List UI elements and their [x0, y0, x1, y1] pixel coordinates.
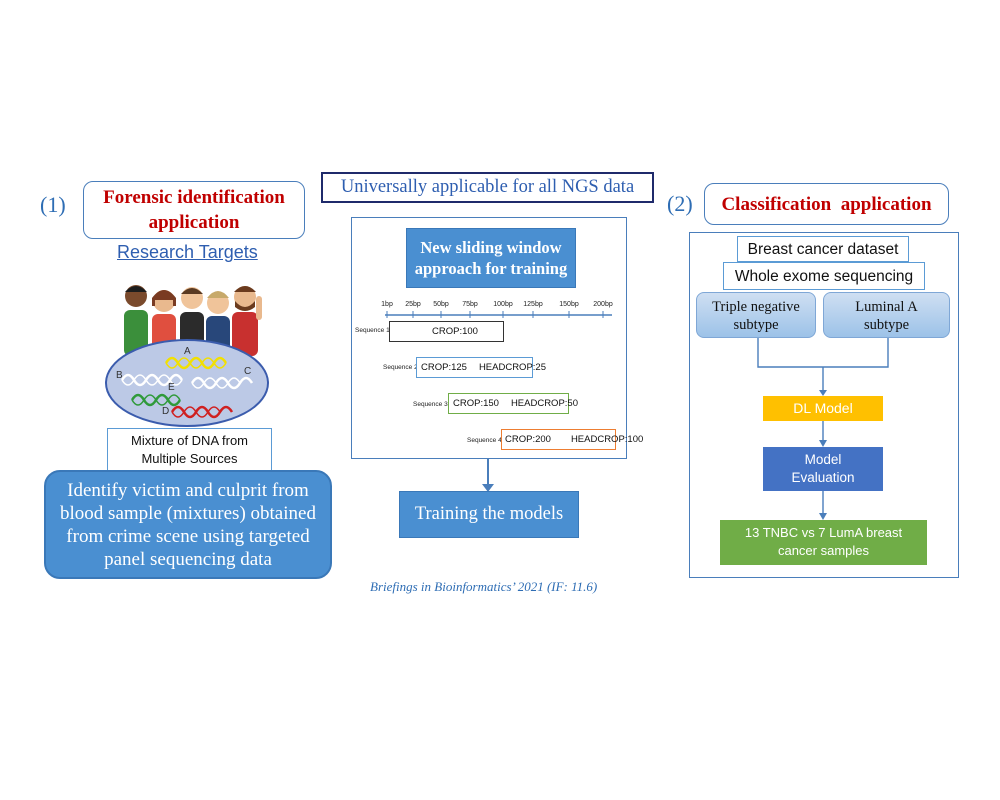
luminal-a-line1: Luminal A [855, 299, 918, 315]
identify-text: Identify victim and culprit from blood s… [60, 479, 316, 570]
samples-line1: 13 TNBC vs 7 LumA breast [744, 525, 903, 540]
panel-number-2: (2) [667, 191, 693, 216]
tick-label-100bp: 100bp [493, 301, 513, 308]
training-models-box: Training the models [399, 491, 579, 538]
samples-box: 13 TNBC vs 7 LumA breast cancer samples [720, 520, 927, 565]
tick-label-50bp: 50bp [433, 301, 449, 308]
dna-label-b: B [116, 370, 123, 381]
sequence-2-headcrop: HEADCROP:25 [478, 362, 546, 373]
window-title-line2: approach for training [414, 259, 568, 278]
sliding-window-title: New sliding window approach for training [406, 228, 576, 288]
ruler-ticks [386, 311, 604, 318]
sequence-1-crop: CROP:100 [432, 326, 478, 337]
sequence-2-crop: CROP:125 [421, 362, 467, 373]
model-evaluation-line2: Evaluation [791, 470, 855, 485]
tick-label-200bp: 200bp [593, 301, 613, 308]
mixture-label-box: Mixture of DNA from Multiple Sources [107, 428, 272, 471]
breast-cancer-dataset-box: Breast cancer dataset [737, 236, 909, 262]
luminal-a-line2: subtype [863, 317, 910, 333]
forensic-title-line2: application [148, 212, 240, 233]
window-title-line1: New sliding window [420, 238, 562, 257]
triple-negative-line1: Triple negative [712, 299, 800, 315]
tick-label-150bp: 150bp [559, 301, 579, 308]
identify-victim-box: Identify victim and culprit from blood s… [44, 470, 332, 579]
tick-label-1bp: 1bp [381, 301, 393, 308]
classification-title-box: Classification application [704, 183, 949, 225]
sequence-4-label: Sequence 4 [467, 437, 502, 444]
bp-ruler: 1bp 25bp 50bp 75bp 100bp 125bp 150bp 200… [381, 301, 613, 318]
tick-label-125bp: 125bp [523, 301, 543, 308]
sequence-3-label: Sequence 3 [413, 401, 448, 408]
tick-label-75bp: 75bp [462, 301, 478, 308]
dl-model-box: DL Model [763, 396, 883, 421]
forensic-title-box: Forensic identification application [83, 181, 305, 239]
sequence-4-crop: CROP:200 [505, 434, 551, 445]
sequence-3-headcrop: HEADCROP:50 [510, 398, 578, 409]
arrow-to-training [487, 459, 489, 487]
sequence-2-box: CROP:125 HEADCROP:25 [416, 357, 546, 378]
universal-header: Universally applicable for all NGS data [321, 172, 654, 203]
sequence-3-box: CROP:150 HEADCROP:50 [448, 393, 578, 414]
model-evaluation-line1: Model [804, 452, 842, 467]
dna-label-a: A [184, 346, 191, 357]
dna-label-e: E [168, 382, 175, 393]
citation-text: Briefings in Bioinformatics’ 2021 (IF: 1… [370, 579, 598, 594]
sequence-2-label: Sequence 2 [383, 364, 418, 371]
arrow-head-training [482, 484, 494, 492]
panel-number-1: (1) [40, 192, 66, 217]
research-targets-link[interactable]: Research Targets [117, 242, 258, 262]
mixture-line1: Mixture of DNA from [130, 433, 249, 448]
subtype-connector [757, 338, 889, 396]
model-evaluation-box: Model Evaluation [763, 447, 883, 491]
dna-label-d: D [162, 406, 169, 417]
arrow-dl-to-eval [819, 421, 827, 447]
dna-mixture-ellipse: A B C E D [105, 339, 269, 427]
sequence-4-headcrop: HEADCROP:100 [570, 434, 644, 445]
samples-line2: cancer samples [777, 543, 870, 558]
dna-label-c: C [244, 366, 251, 377]
researchers-illustration [124, 285, 262, 356]
triple-negative-box: Triple negative subtype [696, 292, 816, 338]
whole-exome-box: Whole exome sequencing [723, 262, 925, 290]
sequence-3-crop: CROP:150 [453, 398, 499, 409]
triple-negative-line2: subtype [733, 317, 779, 333]
sequence-1-box: CROP:100 [389, 321, 504, 342]
sequence-4-box: CROP:200 HEADCROP:100 [501, 429, 643, 450]
sequence-1-label: Sequence 1 [355, 327, 390, 334]
mixture-line2: Multiple Sources [141, 451, 238, 466]
forensic-title-line1: Forensic identification [103, 187, 285, 208]
luminal-a-box: Luminal A subtype [823, 292, 950, 338]
classification-title: Classification application [721, 193, 932, 215]
arrow-eval-to-samples [819, 491, 827, 520]
tick-label-25bp: 25bp [405, 301, 421, 308]
